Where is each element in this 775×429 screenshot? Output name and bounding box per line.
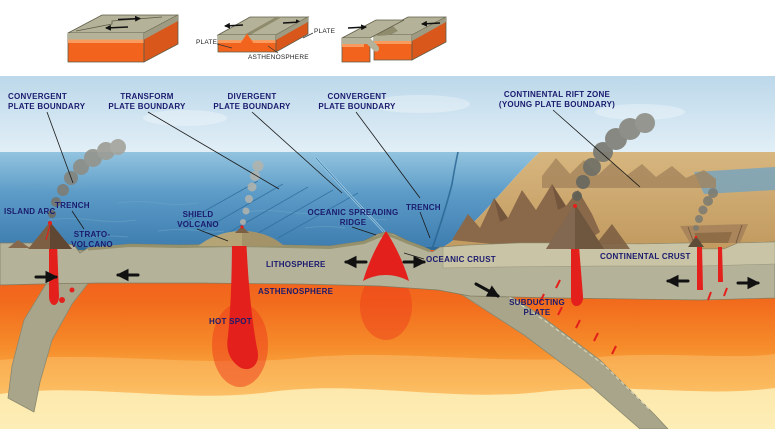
subduction-arrow <box>474 282 500 298</box>
inset-label-plate-left: PLATE <box>196 39 218 46</box>
label-oceanic-crust: OCEANIC CRUST <box>426 255 496 264</box>
mountain-shading <box>494 184 566 222</box>
continental-crust-layer <box>442 241 775 269</box>
label-asthenosphere: ASTHENOSPHERE <box>258 287 334 296</box>
label-strato-volcano: STRATO- VOLCANO <box>71 230 113 249</box>
label-continental-crust: CONTINENTAL CRUST <box>600 252 691 261</box>
label-shield-volcano: SHIELD VOLCANO <box>177 210 219 229</box>
convergent-arrow-left <box>347 24 367 31</box>
shield-volcano-vent <box>240 225 244 229</box>
mantle-mid-band <box>0 354 775 396</box>
ridge-upwelling-magma <box>363 231 409 281</box>
label-leader-lines <box>46 109 641 260</box>
label-divergent-plate-boundary: DIVERGENT PLATE BOUNDARY <box>213 92 291 111</box>
inset-convergent-boundary-block <box>341 16 447 63</box>
continental-volcano-vent <box>573 204 577 208</box>
transform-fracture-zones <box>177 180 359 239</box>
inset-divergent-boundary-block <box>216 16 310 53</box>
hot-spot-plume <box>227 236 259 370</box>
rift-floor <box>694 232 732 243</box>
continental-volcano-smoke-plume <box>572 113 655 201</box>
label-continental-rift-zone: CONTINENTAL RIFT ZONE (YOUNG PLATE BOUND… <box>498 90 616 109</box>
island-arc-islet <box>8 240 30 248</box>
trench-trace <box>431 151 459 250</box>
rift-volcano-smoke-plume <box>693 188 718 231</box>
divergent-arrow-left <box>224 22 244 29</box>
shield-volcano-steam-plume <box>240 160 264 225</box>
inset-label-plate-right: PLATE <box>314 28 336 35</box>
transform-arrow-left <box>105 24 129 31</box>
shield-volcano-vent-cone <box>235 226 249 233</box>
secondary-peak <box>592 224 630 249</box>
volcanoes-and-islands <box>8 204 704 249</box>
label-lithosphere: LITHOSPHERE <box>266 260 326 269</box>
island-arc-smoke-plume <box>48 139 126 218</box>
label-trench-right: TRENCH <box>406 203 441 212</box>
magma-conduits <box>49 231 728 370</box>
label-island-arc: ISLAND ARC <box>4 207 56 216</box>
label-convergent-plate-boundary-right: CONVERGENT PLATE BOUNDARY <box>318 92 396 111</box>
ocean-waves <box>15 184 388 238</box>
ridge-axis-line <box>315 157 387 235</box>
label-oceanic-spreading-ridge: OCEANIC SPREADING RIDGE <box>307 208 399 227</box>
strato-volcano-vent <box>48 221 52 225</box>
mantle-deep-band <box>0 388 775 429</box>
trench-left-deep <box>74 245 88 253</box>
clouds <box>143 95 685 126</box>
main-scene <box>0 76 775 429</box>
rift-dikes <box>697 246 723 290</box>
continental-arc-magma <box>571 246 584 307</box>
label-subducting-plate: SUBDUCTING PLATE <box>509 298 565 317</box>
trench-right-deep <box>424 247 440 252</box>
label-hot-spot: HOT SPOT <box>209 317 252 326</box>
transform-arrow-right <box>117 15 141 22</box>
ridge-upwelling-glow <box>360 272 412 340</box>
rift-volcano-vent <box>694 235 698 239</box>
inset-leader-lines <box>216 32 314 54</box>
inset-label-asthenosphere: ASTHENOSPHERE <box>248 54 309 61</box>
plate-motion-arrows <box>34 255 761 298</box>
rift-volcano-cone <box>688 236 704 247</box>
melt-dashes <box>539 279 728 355</box>
label-transform-plate-boundary: TRANSFORM PLATE BOUNDARY <box>108 92 186 111</box>
label-convergent-plate-boundary-left: CONVERGENT PLATE BOUNDARY <box>8 92 86 111</box>
oceanic-crust-layer <box>87 232 431 253</box>
convergent-arrow-right <box>421 20 441 27</box>
label-trench-left: TRENCH <box>55 201 90 210</box>
inset-transform-boundary-block <box>67 14 179 63</box>
